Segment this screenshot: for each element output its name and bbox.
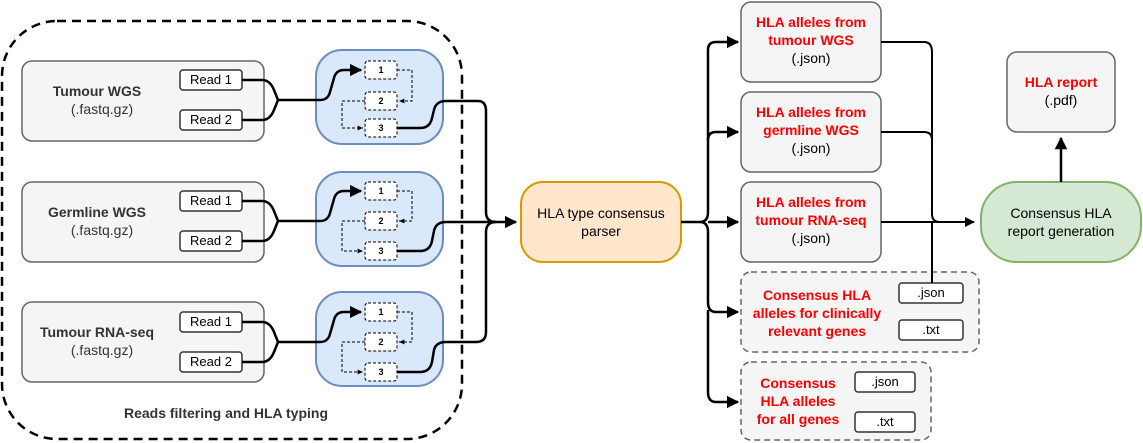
input-title: Tumour WGS <box>53 83 141 99</box>
output-line2: tumour RNA-seq <box>755 212 866 228</box>
output-tumour-wgs: HLA alleles from tumour WGS (.json) <box>740 1 882 83</box>
input-title: Germline WGS <box>48 204 146 220</box>
input-sub: (.fastq.gz) <box>71 222 133 238</box>
parser-to-output-connectors <box>681 35 740 409</box>
step-box <box>364 91 398 111</box>
txt-file-box <box>898 319 964 341</box>
report-line2: (.pdf) <box>1045 92 1078 108</box>
step-label: 1 <box>378 307 383 317</box>
txt-file-label: .txt <box>876 414 894 429</box>
consensus-all-line2: HLA alleles <box>761 393 836 409</box>
step-label: 3 <box>378 367 383 377</box>
read2-label: Read 2 <box>190 233 232 248</box>
read1-label: Read 1 <box>190 314 232 329</box>
json-file-box <box>854 371 916 393</box>
typing-tool-1: 1 2 3 <box>315 49 444 145</box>
json-file-label: .json <box>871 374 898 389</box>
consensus-clinical-group: Consensus HLA alleles for clinically rel… <box>740 271 980 353</box>
consensus-clinical-line3: relevant genes <box>768 323 866 339</box>
input-germline-wgs: Germline WGS (.fastq.gz) Read 1 Read 2 <box>21 181 265 263</box>
output-tumour-rnaseq: HLA alleles from tumour RNA-seq (.json) <box>740 181 882 263</box>
read1-label: Read 1 <box>190 72 232 87</box>
tool-to-parser-connectors <box>397 99 518 374</box>
report-gen-line2: report generation <box>1008 223 1115 239</box>
input-sub: (.fastq.gz) <box>71 101 133 117</box>
report-line1: HLA report <box>1025 74 1098 90</box>
step-label: 3 <box>378 123 383 133</box>
consensus-clinical-line1: Consensus HLA <box>763 287 871 303</box>
output-line3: (.json) <box>792 50 831 66</box>
parser-line2: parser <box>581 223 621 239</box>
output-line3: (.json) <box>792 230 831 246</box>
output-line2: germline WGS <box>763 122 859 138</box>
parser-line1: HLA type consensus <box>537 205 665 221</box>
output-line1: HLA alleles from <box>756 194 866 210</box>
input-tumour-wgs: Tumour WGS (.fastq.gz) Read 1 Read 2 <box>21 60 265 142</box>
step-label: 1 <box>378 186 383 196</box>
step-label: 2 <box>378 337 383 347</box>
step-label: 2 <box>378 96 383 106</box>
txt-file-box <box>854 411 916 433</box>
group-label: Reads filtering and HLA typing <box>124 405 328 421</box>
hla-report: HLA report (.pdf) <box>1006 51 1116 133</box>
typing-tool-3: 1 2 3 <box>315 291 444 387</box>
step-label: 2 <box>378 216 383 226</box>
read2-label: Read 2 <box>190 354 232 369</box>
step-label: 1 <box>378 65 383 75</box>
output-germline-wgs: HLA alleles from germline WGS (.json) <box>740 91 882 173</box>
input-tumour-rnaseq: Tumour RNA-seq (.fastq.gz) Read 1 Read 2 <box>21 301 265 383</box>
reads-filtering-group <box>0 19 464 441</box>
typing-tool-2: 1 2 3 <box>315 171 444 267</box>
consensus-parser: HLA type consensus parser <box>520 181 682 263</box>
read2-label: Read 2 <box>190 112 232 127</box>
json-file-label: .json <box>917 285 944 300</box>
step-label: 3 <box>378 246 383 256</box>
read1-label: Read 1 <box>190 193 232 208</box>
output-line3: (.json) <box>792 140 831 156</box>
output-line2: tumour WGS <box>768 32 854 48</box>
read-connectors <box>242 63 363 364</box>
output-line1: HLA alleles from <box>756 14 866 30</box>
step-box <box>364 332 398 352</box>
consensus-all-group: Consensus HLA alleles for all genes .jso… <box>740 361 932 441</box>
input-sub: (.fastq.gz) <box>71 342 133 358</box>
output-line1: HLA alleles from <box>756 104 866 120</box>
report-generation: Consensus HLA report generation <box>980 181 1142 263</box>
report-gen-line1: Consensus HLA <box>1010 205 1112 221</box>
consensus-all-line3: for all genes <box>757 411 840 427</box>
consensus-all-line1: Consensus <box>760 375 836 391</box>
input-title: Tumour RNA-seq <box>40 324 154 340</box>
consensus-clinical-line2: alleles for clinically <box>753 305 882 321</box>
txt-file-label: .txt <box>922 322 940 337</box>
step-box <box>364 211 398 231</box>
outputs-to-report-connectors <box>881 41 975 283</box>
